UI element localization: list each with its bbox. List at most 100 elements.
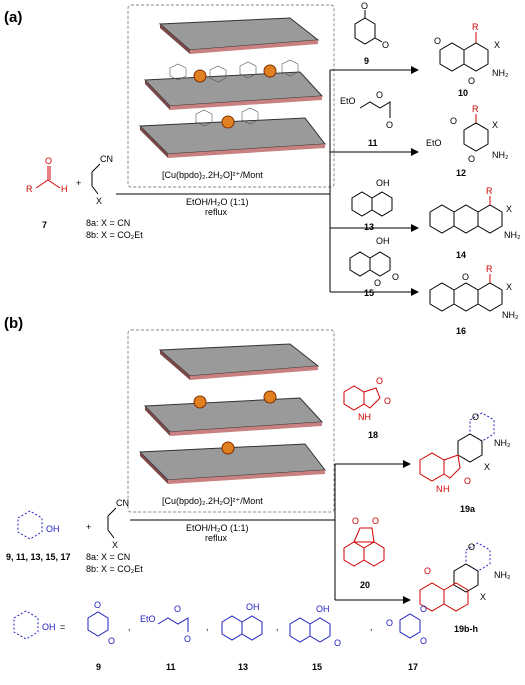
svg-text:O: O	[420, 604, 427, 614]
catalyst-illustration-b: [Cu(bpdo)₂.2H₂O]²⁺/Mont	[127, 329, 335, 513]
variant-8a-b: 8a: X = CN	[86, 552, 130, 562]
reagent-9: O O 9	[354, 1, 389, 66]
svg-text:NH₂: NH₂	[492, 150, 509, 160]
svg-text:15: 15	[364, 288, 374, 298]
substrate-legend: OH = O O 9 EtO O O 11 OH 13 OH O 15 O O …	[13, 600, 427, 672]
clay-layer-3	[138, 117, 326, 158]
svg-text:OH: OH	[246, 602, 260, 612]
clay-layer-1	[158, 17, 320, 54]
svg-text:O: O	[386, 120, 393, 130]
product-12: R X NH₂ EtO O O 12	[426, 104, 509, 178]
svg-text:X: X	[506, 204, 512, 214]
svg-text:O: O	[392, 272, 399, 282]
svg-text:OH: OH	[376, 236, 390, 246]
panel-b-label: (b)	[4, 315, 23, 332]
svg-text:,: ,	[276, 622, 279, 632]
svg-text:14: 14	[456, 250, 466, 260]
compound-7-label: 7	[42, 220, 47, 230]
svg-text:9: 9	[364, 56, 369, 66]
solvent-a: EtOH/H₂O (1:1)	[186, 197, 249, 207]
svg-text:+: +	[76, 178, 81, 188]
svg-text:X: X	[506, 282, 512, 292]
svg-text:20: 20	[360, 580, 370, 590]
svg-text:O: O	[376, 90, 383, 100]
svg-text:O: O	[386, 618, 393, 628]
catalyst-label-a: [Cu(bpdo)₂.2H₂O]²⁺/Mont	[162, 170, 263, 180]
svg-text:NH₂: NH₂	[502, 310, 519, 320]
svg-text:O: O	[462, 272, 469, 282]
clay-layer-2	[143, 71, 324, 110]
svg-text:NH₂: NH₂	[494, 438, 511, 448]
svg-text:O: O	[464, 476, 471, 486]
product-14: R X NH₂ 14	[429, 186, 521, 260]
svg-text:O: O	[424, 566, 431, 576]
svg-text:EtO: EtO	[340, 96, 356, 106]
svg-text:15: 15	[312, 662, 322, 672]
nitrile-8-a: CN X 8a: X = CN 8b: X = CO₂Et	[86, 154, 143, 240]
svg-text:OH: OH	[316, 604, 330, 614]
reagent-15: OH O O 15	[349, 236, 399, 298]
svg-text:H: H	[443, 484, 450, 494]
aldehyde-7: R O H 7	[26, 156, 68, 230]
svg-text:X: X	[112, 540, 118, 550]
svg-text:O: O	[450, 116, 457, 126]
copper-complex-spheres	[193, 64, 277, 129]
nitrile-8-b: CN X 8a: X = CN 8b: X = CO₂Et	[86, 498, 143, 574]
catalyst-label-b: [Cu(bpdo)₂.2H₂O]²⁺/Mont	[162, 496, 263, 506]
svg-text:X: X	[494, 40, 500, 50]
reagent-13: OH 13	[351, 178, 393, 232]
svg-text:16: 16	[456, 326, 466, 336]
reagent-18: O O NH 18	[343, 376, 391, 440]
variant-8b: 8b: X = CO₂Et	[86, 230, 143, 240]
svg-text:O: O	[94, 600, 101, 610]
svg-text:N: N	[436, 484, 443, 494]
svg-text:11: 11	[166, 662, 176, 672]
svg-text:R: R	[472, 104, 479, 114]
svg-text:X: X	[492, 120, 498, 130]
svg-text:R: R	[472, 22, 479, 32]
svg-text:O: O	[468, 542, 475, 552]
svg-text:11: 11	[368, 138, 378, 148]
svg-text:H: H	[61, 184, 68, 194]
svg-text:9: 9	[96, 662, 101, 672]
svg-text:O: O	[334, 638, 341, 648]
temp-b: reflux	[205, 533, 228, 543]
svg-text:EtO: EtO	[140, 614, 156, 624]
temp-a: reflux	[205, 207, 228, 217]
svg-text:O: O	[420, 636, 427, 646]
svg-text:13: 13	[238, 662, 248, 672]
svg-text:13: 13	[364, 222, 374, 232]
svg-text:,: ,	[370, 622, 373, 632]
svg-text:+: +	[86, 522, 91, 532]
reagent-11: EtO O O 11	[340, 90, 393, 148]
svg-text:X: X	[96, 196, 102, 206]
svg-text:O: O	[376, 376, 383, 386]
variant-8b-b: 8b: X = CO₂Et	[86, 564, 143, 574]
substrate-numbers: 9, 11, 13, 15, 17	[6, 552, 71, 562]
svg-text:CN: CN	[100, 154, 113, 164]
svg-text:O: O	[468, 76, 475, 86]
svg-text:R: R	[486, 186, 493, 196]
catalyst-illustration-a: [Cu(bpdo)₂.2H₂O]²⁺/Mont	[127, 4, 335, 188]
variant-8a: 8a: X = CN	[86, 218, 130, 228]
reagent-20: O O 20	[343, 516, 385, 590]
svg-text:=: =	[60, 622, 65, 632]
svg-text:NH₂: NH₂	[494, 570, 511, 580]
solvent-b: EtOH/H₂O (1:1)	[186, 523, 249, 533]
svg-text:CN: CN	[116, 498, 129, 508]
generic-substrate-b: OH 9, 11, 13, 15, 17	[6, 510, 71, 562]
svg-text:10: 10	[458, 88, 468, 98]
svg-text:R: R	[26, 184, 33, 194]
svg-text:EtO: EtO	[426, 138, 442, 148]
svg-text:O: O	[108, 636, 115, 646]
svg-text:19b-h: 19b-h	[454, 624, 478, 634]
svg-text:,: ,	[206, 622, 209, 632]
product-19b-h: O O NH₂ X 19b-h	[419, 542, 511, 634]
svg-text:,: ,	[128, 622, 131, 632]
svg-text:O: O	[361, 1, 368, 11]
product-19a: NH₂ X O O N H 19a	[419, 412, 511, 514]
svg-text:R: R	[486, 264, 493, 274]
product-10: R X NH₂ O O 10	[434, 22, 509, 98]
svg-text:O: O	[434, 36, 441, 46]
